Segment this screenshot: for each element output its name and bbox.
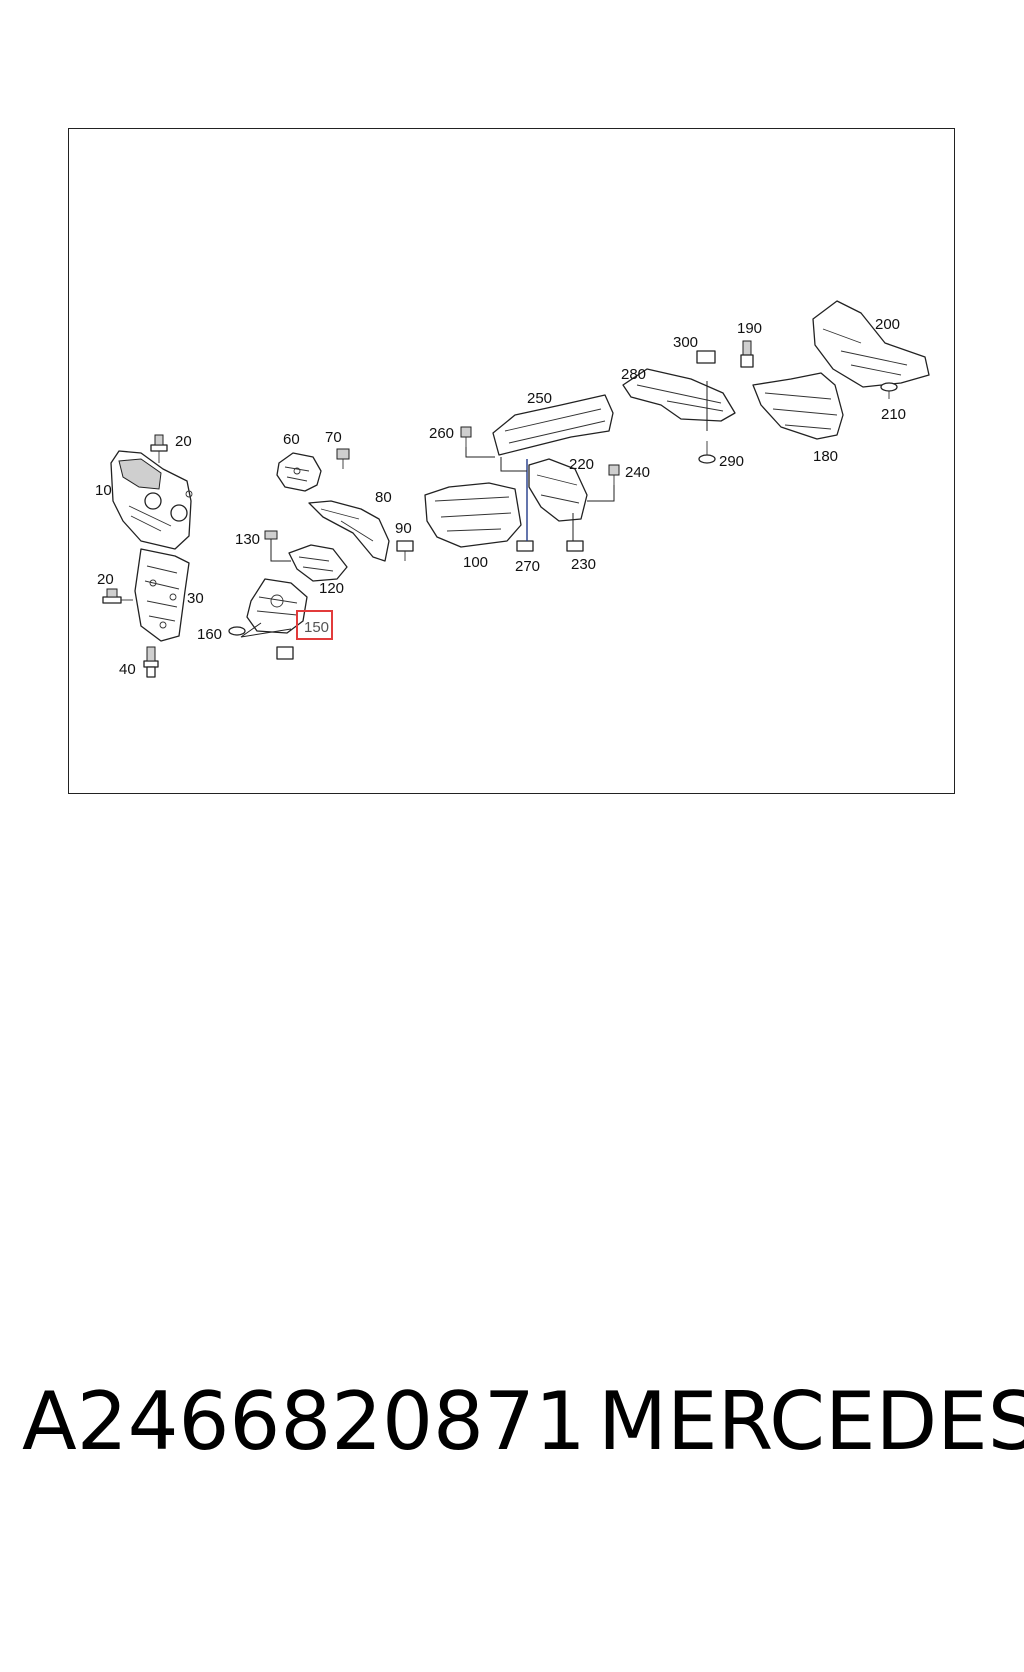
brand-name: MERCEDES (598, 1375, 1024, 1468)
callout-280: 280 (621, 366, 646, 383)
callout-270: 270 (515, 558, 540, 575)
callout-250: 250 (527, 390, 552, 407)
callout-260: 260 (429, 425, 454, 442)
bolt-260-icon (460, 426, 472, 447)
callout-180: 180 (813, 448, 838, 465)
callout-20-top: 20 (175, 433, 192, 450)
callout-80: 80 (375, 489, 392, 506)
callout-150: 150 (304, 619, 329, 636)
clip-70-icon (336, 448, 350, 469)
callout-100: 100 (463, 554, 488, 571)
washer-210-icon (880, 382, 898, 399)
callout-230: 230 (571, 556, 596, 573)
callout-90: 90 (395, 520, 412, 537)
callout-200: 200 (875, 316, 900, 333)
part-caption: A2466820871 MERCEDES (22, 1372, 1024, 1472)
clip-300-icon (696, 350, 716, 364)
callout-300: 300 (673, 334, 698, 351)
clip-270-icon (516, 540, 534, 552)
callout-10: 10 (95, 482, 112, 499)
part-10-manifold-shield (110, 450, 193, 550)
callout-30: 30 (187, 590, 204, 607)
part-80-heat-shield (308, 500, 390, 562)
bolt-20-left-icon (102, 588, 133, 604)
callout-190: 190 (737, 320, 762, 337)
part-number: A2466820871 (22, 1375, 586, 1468)
callout-20-left: 20 (97, 571, 114, 588)
exploded-parts-diagram: 10 20 20 30 40 60 70 80 90 100 120 130 1… (95, 300, 930, 678)
part-200-rear-shield (812, 300, 930, 388)
callout-220: 220 (569, 456, 594, 473)
callout-60: 60 (283, 431, 300, 448)
stud-40-icon (143, 646, 159, 678)
part-250-shield (492, 394, 614, 456)
clip-230-icon (566, 540, 584, 552)
bolt-240-icon (608, 464, 620, 485)
part-120-shield (288, 544, 348, 582)
bolt-290-icon (698, 441, 716, 464)
part-100-tunnel-shield (424, 482, 522, 548)
part-220-shield (528, 458, 588, 522)
leader-lines (240, 381, 708, 638)
pin-190-icon (740, 340, 754, 368)
callout-120: 120 (319, 580, 344, 597)
callout-290: 290 (719, 453, 744, 470)
callout-240: 240 (625, 464, 650, 481)
part-150-heat-shield (246, 578, 308, 634)
part-30-lower-shield (134, 548, 190, 642)
clip-90-icon (396, 540, 414, 561)
highlight-box-150 (296, 610, 333, 640)
part-60-bracket (276, 452, 322, 492)
callout-70: 70 (325, 429, 342, 446)
bolt-20-top-icon (150, 434, 168, 463)
callout-130: 130 (235, 531, 260, 548)
parts-diagram-frame: 10 20 20 30 40 60 70 80 90 100 120 130 1… (68, 128, 955, 794)
callout-160: 160 (197, 626, 222, 643)
callout-40: 40 (119, 661, 136, 678)
callout-210: 210 (881, 406, 906, 423)
part-180-rear-shield (752, 372, 844, 440)
nut-clip-icon (276, 646, 294, 660)
washer-160-icon (228, 626, 246, 636)
